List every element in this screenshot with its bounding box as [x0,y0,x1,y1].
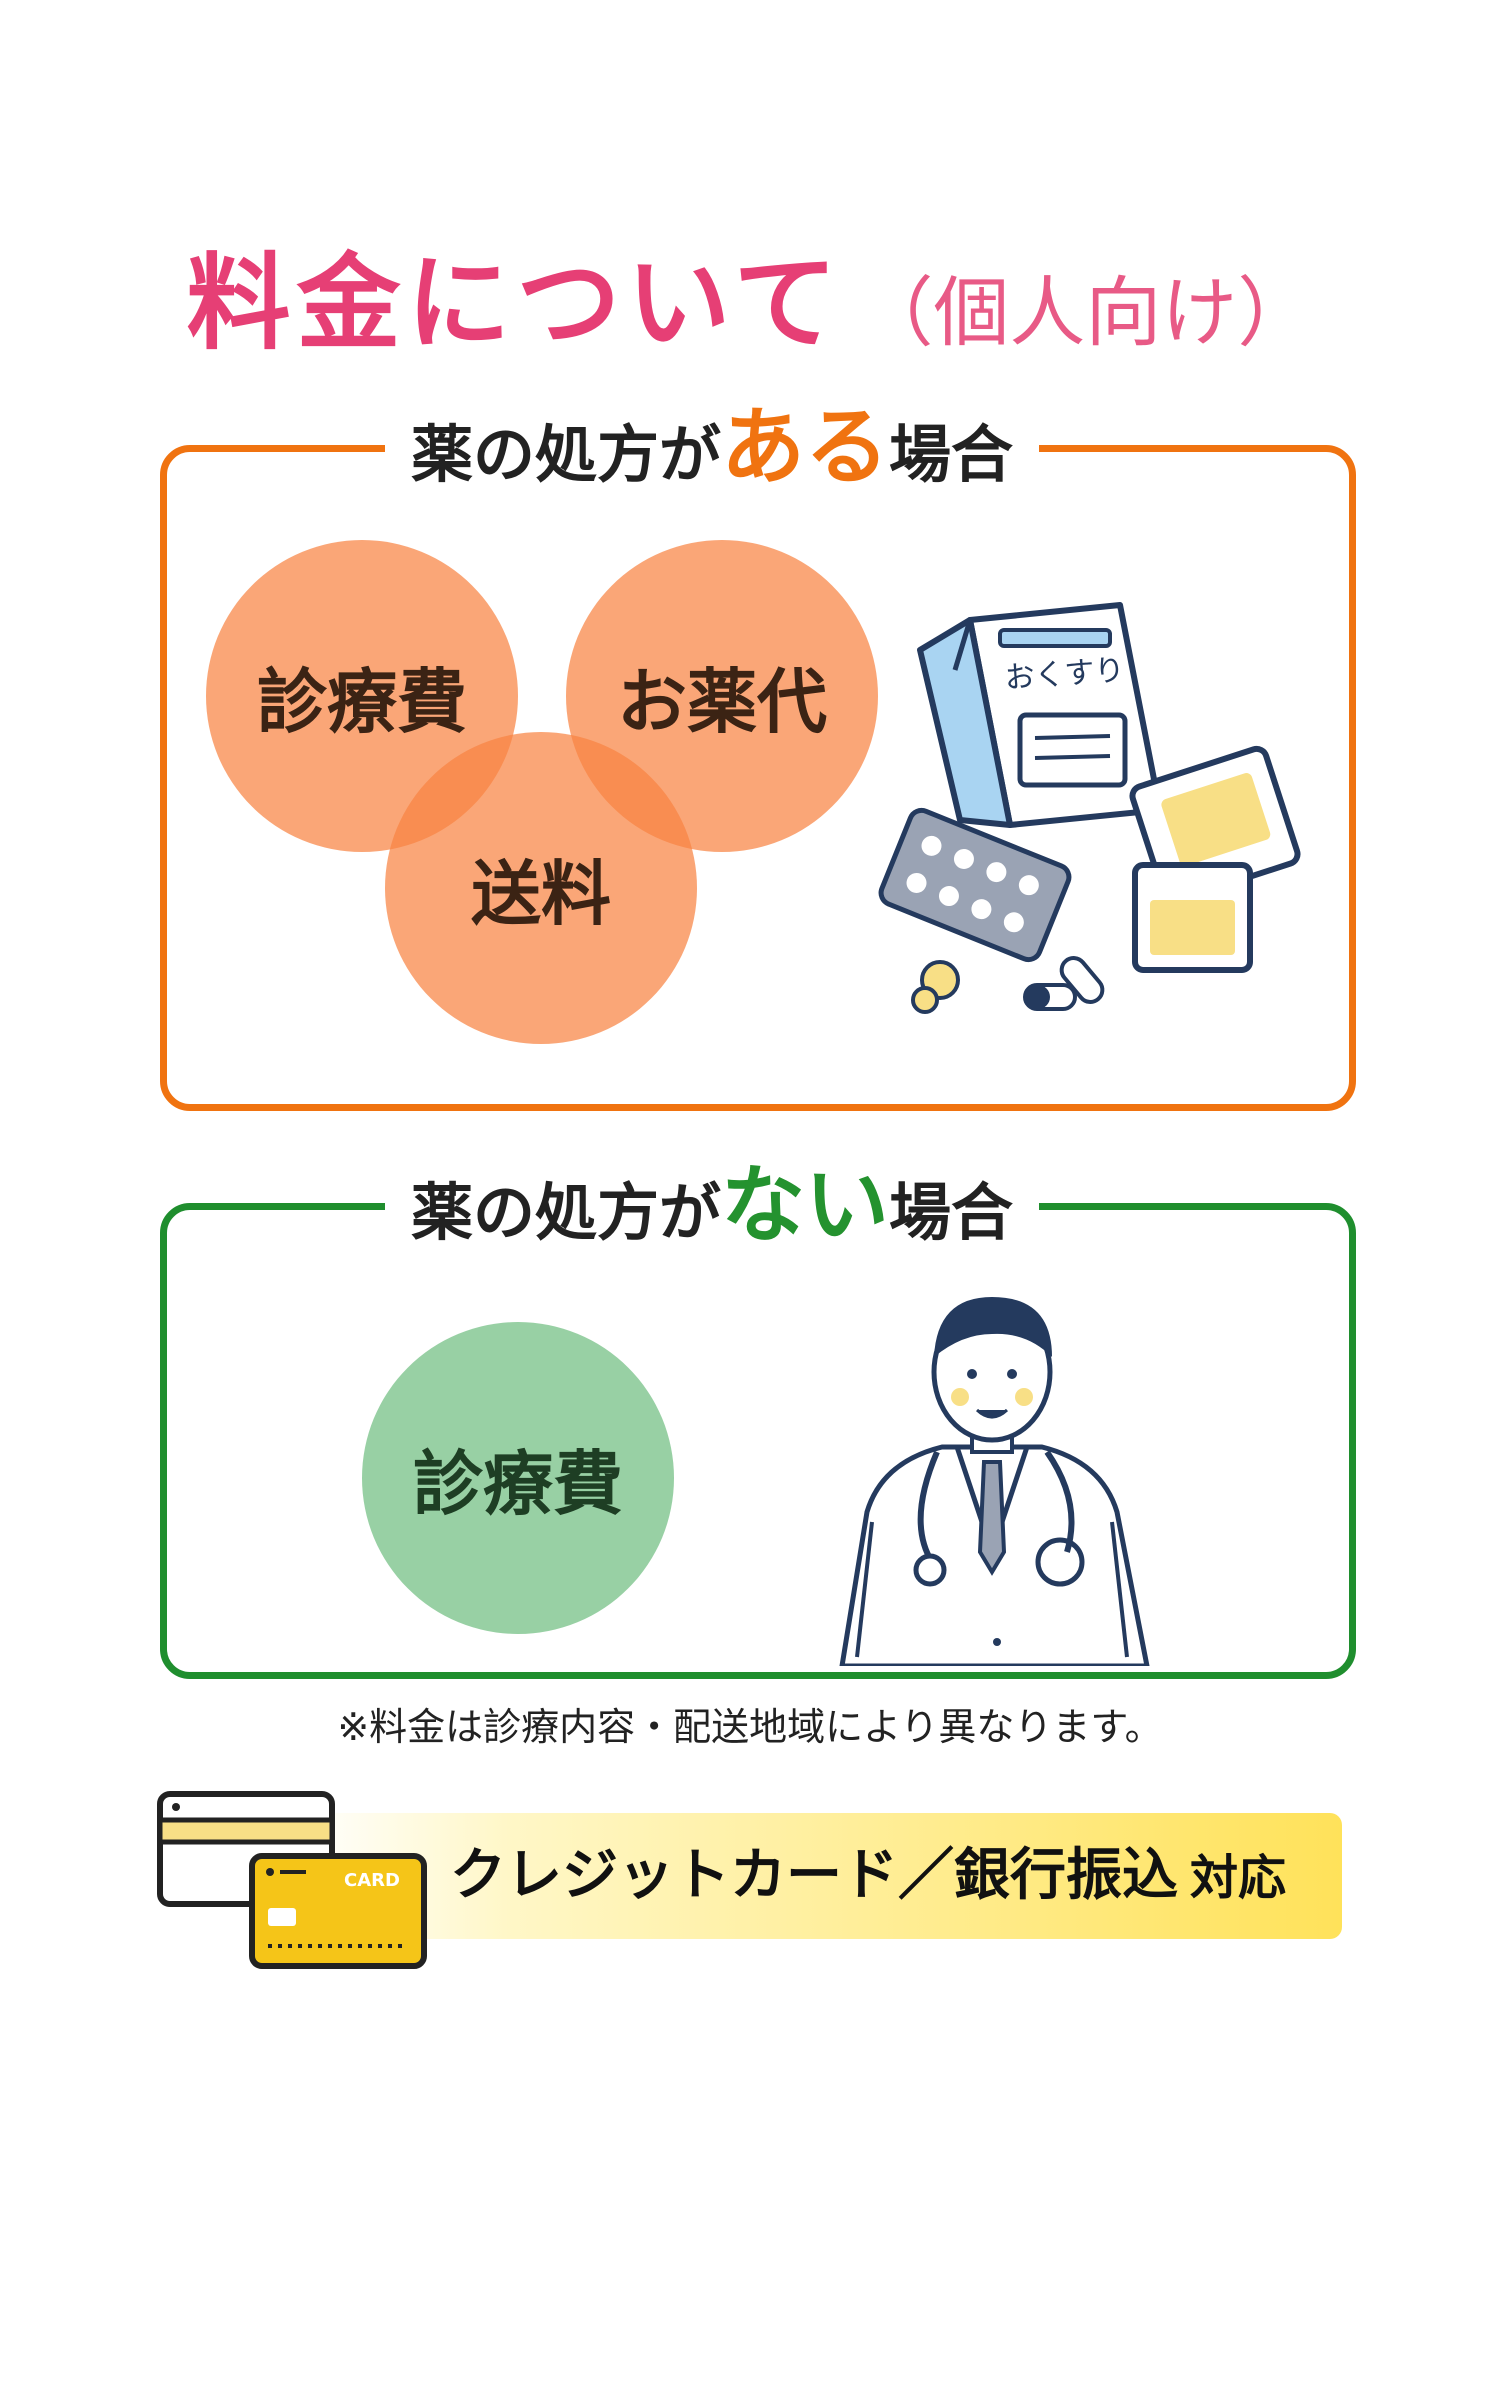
heading-prefix: 薬の処方が [411,1176,722,1249]
title-sub: （個人向け） [857,268,1314,357]
page-title: 料金について（個人向け） [0,218,1500,369]
heading-highlight: ない [721,1156,890,1254]
fee-circle-consultation-only: 診療費 [362,1322,674,1634]
payment-text: クレジットカード／銀行振込対応 [450,1826,1286,1926]
fee-note: ※料金は診療内容・配送地域により異なります。 [337,1705,1163,1749]
fee-circle-medicine: お薬代 [566,540,878,852]
payment-suffix: 対応 [1190,1850,1287,1906]
payment-banner [300,1813,1342,1939]
card-label: CARD [344,1870,400,1891]
fee-circle-shipping: 送料 [385,732,697,1044]
credit-card-icon: CARD [157,1791,427,1969]
doctor-illustration [839,1297,1150,1666]
without-prescription-box [160,1203,1356,1679]
heading-prefix: 薬の処方が [411,418,722,491]
without-prescription-heading: 薬の処方がない場合 [385,1160,1040,1258]
bag-label: おくすり [1004,653,1126,696]
heading-suffix: 場合 [889,418,1014,491]
heading-suffix: 場合 [889,1176,1014,1249]
title-main: 料金について [186,242,844,364]
heading-highlight: ある [721,398,890,496]
medicine-bag-illustration: おくすり [878,602,1301,1014]
with-prescription-heading: 薬の処方がある場合 [385,402,1040,500]
payment-methods: クレジットカード／銀行振込 [450,1843,1178,1908]
